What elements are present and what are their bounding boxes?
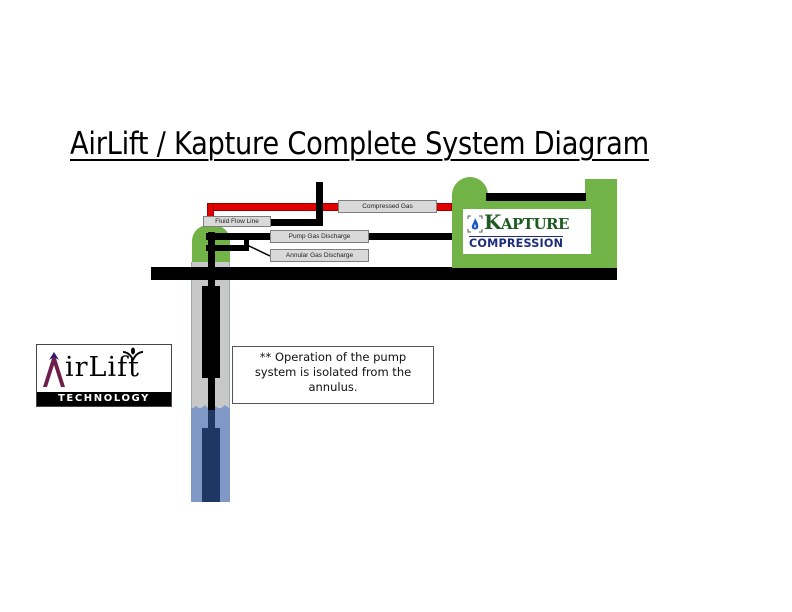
label-compressed-gas: Compressed Gas bbox=[338, 200, 437, 213]
label-fluid-flow-line: Fluid Flow Line bbox=[203, 216, 271, 227]
kapture-compression-logo: KAPTURE COMPRESSION bbox=[463, 209, 591, 254]
compressor-top-pipe bbox=[486, 193, 586, 201]
label-pump-gas-discharge: Pump Gas Discharge bbox=[270, 230, 369, 243]
kapture-brand-text: KAPTURE bbox=[484, 210, 569, 234]
vent-pipe bbox=[316, 182, 323, 226]
note-line-3: annulus. bbox=[308, 380, 358, 394]
compression-text: COMPRESSION bbox=[469, 236, 564, 250]
annular-pointer-line bbox=[246, 244, 271, 257]
diagram-title: AirLift / Kapture Complete System Diagra… bbox=[70, 126, 649, 162]
airlift-a-arrow-icon bbox=[43, 352, 65, 387]
annular-connector bbox=[244, 238, 249, 251]
compressor-tower bbox=[585, 179, 617, 201]
tubing-middle bbox=[208, 377, 215, 413]
tubing-submerged bbox=[208, 410, 215, 432]
annular-gas-discharge-line bbox=[206, 245, 248, 251]
airlift-brand-text: irLift bbox=[65, 352, 140, 383]
fluid-flow-line bbox=[271, 219, 323, 226]
compressor-dome bbox=[452, 177, 488, 199]
airlift-technology-logo: irLift TECHNOLOGY bbox=[36, 344, 172, 407]
label-annular-gas-discharge: Annular Gas Discharge bbox=[270, 249, 369, 262]
isolation-note: ** Operation of the pump system is isola… bbox=[232, 346, 434, 404]
flame-icon bbox=[467, 215, 483, 233]
ground-line bbox=[151, 267, 617, 280]
pump-body bbox=[202, 286, 220, 378]
fluid-surface-wave bbox=[191, 405, 230, 412]
technology-bar: TECHNOLOGY bbox=[37, 392, 171, 406]
note-line-1: ** Operation of the pump bbox=[259, 350, 407, 364]
note-line-2: system is isolated from the bbox=[254, 365, 412, 379]
fountain-icon bbox=[122, 347, 144, 361]
pump-intake bbox=[202, 428, 220, 502]
tubing-upper bbox=[208, 232, 215, 287]
